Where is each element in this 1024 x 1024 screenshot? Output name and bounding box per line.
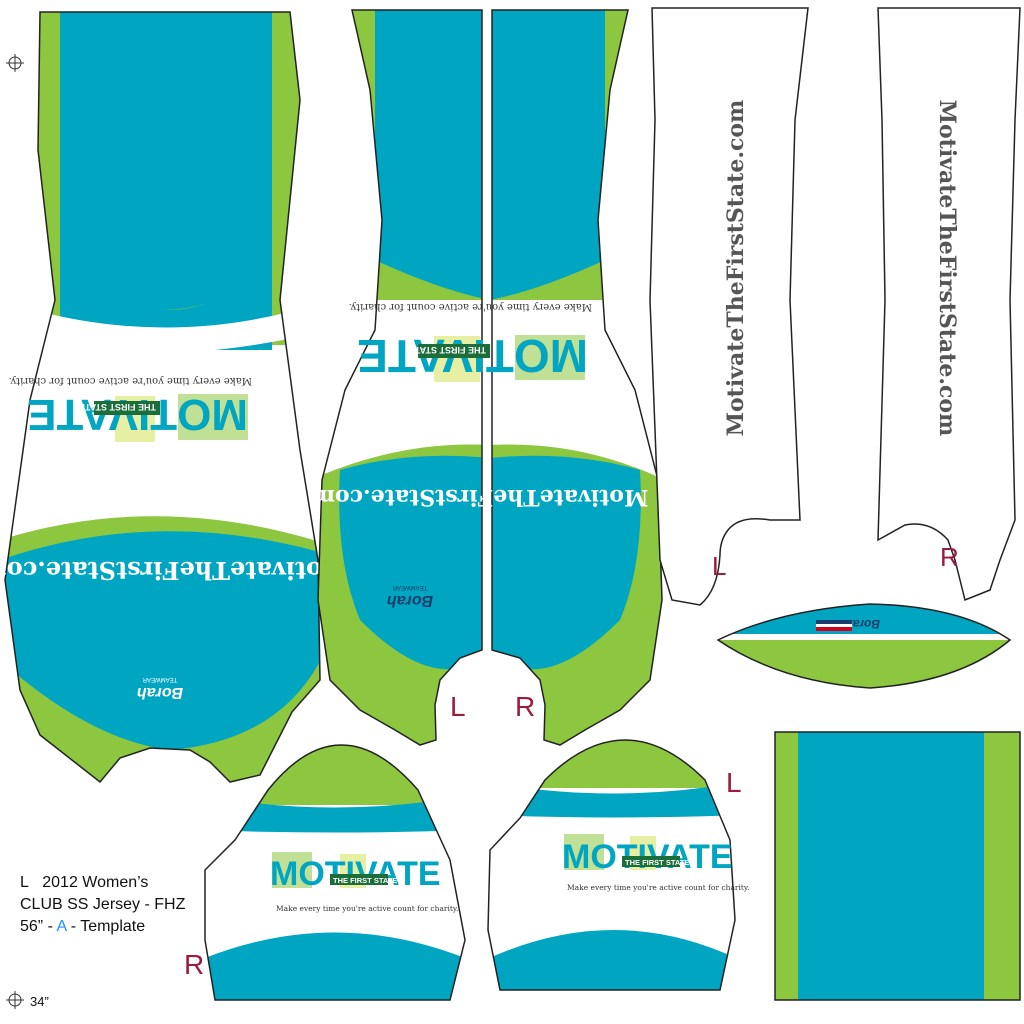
facing-left-marker: L (712, 551, 726, 581)
collar-piece: Borah (716, 603, 1012, 689)
sleeve-left-logo-tag: THE FIRST STATE (625, 858, 689, 867)
front-sponsor: Borah (387, 592, 433, 609)
front-logo-tag: THE FIRST STATE (409, 345, 486, 355)
back-website: MotivateTheFirstState.com (0, 556, 349, 585)
sleeve-right-logo: MOTIVATE THE FIRST STATE Make every time… (270, 852, 459, 913)
template-title-line1: L 2012 Women’s (20, 872, 185, 894)
sleeve-right: MOTIVATE THE FIRST STATE Make every time… (184, 744, 466, 1001)
sleeve-right-logo-tag: THE FIRST STATE (333, 876, 397, 885)
template-variant: A (56, 918, 67, 935)
facing-right-marker: R (940, 542, 959, 572)
pocket-panel (774, 731, 1021, 1001)
sleeve-left-marker: L (726, 767, 742, 798)
front-right-bottom-teal (492, 455, 641, 670)
template-info: L 2012 Women’s CLUB SS Jersey - FHZ 56” … (20, 872, 185, 938)
sleeve-right-tagline: Make every time you're active count for … (276, 904, 459, 913)
front-right-marker: R (515, 691, 535, 722)
front-left-top-teal (375, 10, 482, 300)
template-size: L (20, 874, 29, 891)
sleeve-right-marker: R (184, 949, 204, 980)
back-bottom-teal (5, 531, 320, 750)
front-right-top-teal (492, 10, 605, 300)
front-website: MotivateTheFirstState.com (312, 484, 649, 510)
back-logo-tag: THE FIRST STATE (79, 402, 156, 412)
back-sponsor-sub: TEAMWEAR (142, 676, 177, 682)
front-left-marker: L (450, 691, 466, 722)
registration-mark-top (6, 54, 24, 72)
back-top-teal (60, 12, 272, 310)
facing-left-website: MotivateTheFirstState.com (723, 100, 749, 437)
front-sponsor-sub: TEAMWEAR (392, 584, 427, 590)
bottom-dimension-label: 34” (30, 994, 49, 1009)
sleeve-left-tagline: Make every time you're active count for … (567, 883, 750, 892)
front-motivate-logo: MOTIVATE THE FIRST STATE Make every time… (349, 301, 592, 382)
back-borah-logo: Borah TEAMWEAR (137, 676, 183, 701)
template-line3-prefix: 56” - (20, 918, 57, 935)
facing-strip-right: MotivateTheFirstState.com R (877, 7, 1021, 602)
template-title: 2012 Women’s (42, 874, 149, 891)
collar-logo: Borah (816, 617, 880, 631)
facing-strip-left: MotivateTheFirstState.com L (649, 7, 809, 606)
sleeve-left: MOTIVATE THE FIRST STATE Make every time… (487, 739, 750, 991)
registration-mark-bottom (6, 991, 24, 1009)
front-borah-logo: Borah TEAMWEAR (387, 584, 433, 609)
template-title-line3: 56” - A - Template (20, 916, 185, 938)
template-line3-suffix: - Template (66, 918, 146, 935)
front-tagline: Make every time you're active count for … (349, 301, 592, 312)
back-tagline: Make every time you're active count for … (9, 375, 252, 386)
front-left-bottom-teal (339, 455, 482, 670)
facing-right-website: MotivateTheFirstState.com (934, 100, 960, 437)
collar-sponsor: Borah (845, 617, 880, 631)
sleeve-left-logo: MOTIVATE THE FIRST STATE Make every time… (562, 834, 750, 892)
back-motivate-logo: MOTIVATE THE FIRST STATE Make every time… (9, 375, 252, 442)
template-title-line2: CLUB SS Jersey - FHZ (20, 896, 186, 913)
back-sponsor: Borah (137, 684, 183, 701)
back-panel: MOTIVATE THE FIRST STATE Make every time… (0, 11, 349, 784)
